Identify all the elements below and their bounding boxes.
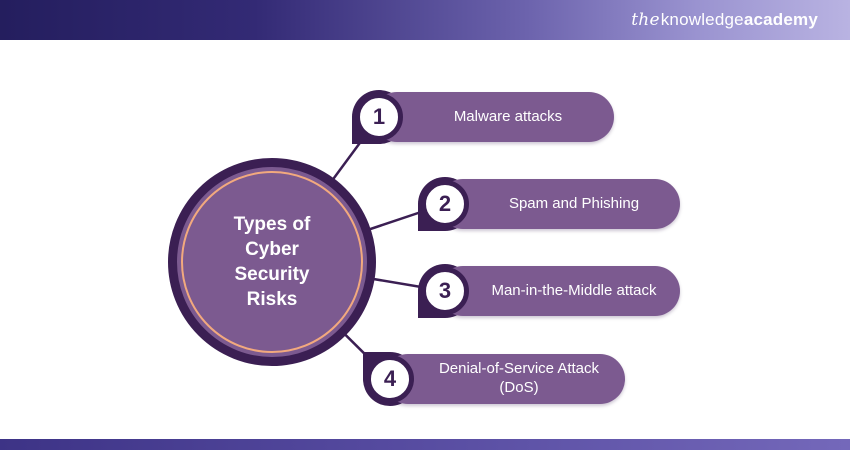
- step-number-badge: 4: [366, 355, 414, 403]
- step-number-badge: 1: [355, 93, 403, 141]
- pill-body: [372, 92, 614, 142]
- risk-item-2: 2 Spam and Phishing: [418, 177, 680, 231]
- risk-label: Spam and Phishing: [508, 194, 640, 212]
- central-topic-title: Types of Cyber Security Risks: [233, 213, 311, 311]
- risk-item-4: 4 Denial-of-Service Attack (DoS): [363, 352, 625, 406]
- brand-logo: theknowledgeacademy: [631, 10, 818, 30]
- pill-body: [383, 354, 625, 404]
- pill-body: [438, 179, 680, 229]
- logo-word-academy: academy: [743, 10, 818, 29]
- header-bar: theknowledgeacademy: [0, 0, 850, 40]
- central-topic-circle: Types of Cyber Security Risks: [168, 158, 376, 366]
- risk-label: Malware attacks: [453, 107, 563, 125]
- risk-label: Man-in-the-Middle attack: [491, 281, 657, 299]
- footer-bar: [0, 439, 850, 450]
- risk-item-3: 3 Man-in-the-Middle attack: [418, 264, 680, 318]
- risk-item-1: 1 Malware attacks: [352, 90, 614, 144]
- step-number-badge: 2: [421, 180, 469, 228]
- step-number-badge: 3: [421, 267, 469, 315]
- pill-body: [438, 266, 680, 316]
- logo-word-the: the: [631, 10, 660, 30]
- logo-word-knowledge: knowledge: [660, 10, 744, 29]
- risk-label: Denial-of-Service Attack (DoS): [438, 360, 600, 396]
